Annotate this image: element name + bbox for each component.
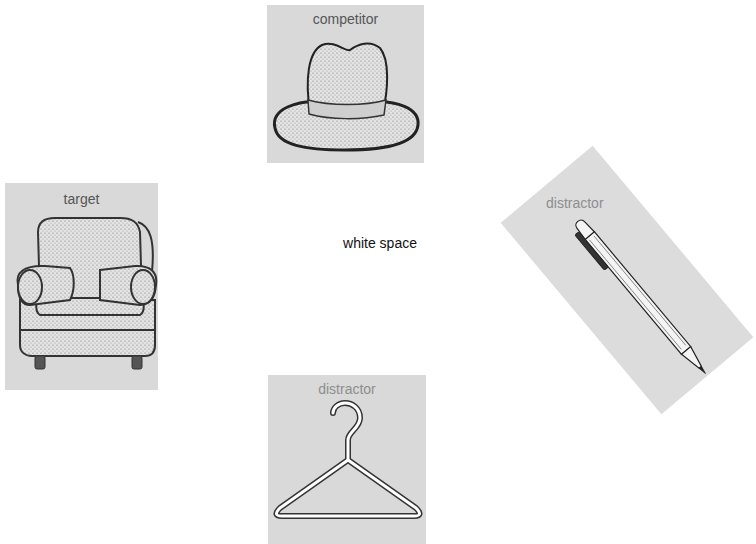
drawing-part [333,403,360,460]
drawing-part [138,222,153,272]
target-panel: target [5,183,158,390]
center-label: white space [320,235,440,251]
drawing-part [35,356,45,369]
drawing-part [589,236,686,349]
drawing-part [699,366,706,374]
panel-label: distractor [546,195,756,211]
drawing-part [18,270,42,304]
distractor-panel: distractor [498,140,756,420]
label-holder: white space [320,235,440,251]
pen-panel [501,146,754,415]
drawing-part [276,460,419,516]
pen-drawing [498,140,756,420]
drawing-part [131,270,155,304]
drawing-part [575,232,608,270]
drawing-part [585,232,691,355]
drawing-part [17,266,73,305]
panel-label: competitor [267,11,424,27]
panel-label: target [5,191,158,207]
drawing-part [100,266,156,305]
hat-drawing [267,5,424,163]
drawing-part [276,460,419,516]
competitor-panel: competitor [267,5,424,163]
distractor-panel: distractor [268,375,426,544]
drawing-part [333,403,360,460]
panel-label: distractor [268,381,426,397]
drawing-part [20,329,155,331]
armchair-drawing [5,183,158,390]
drawing-part [308,100,386,119]
hanger-drawing [268,375,426,544]
drawing-part [501,146,754,415]
drawing-part [132,356,142,369]
